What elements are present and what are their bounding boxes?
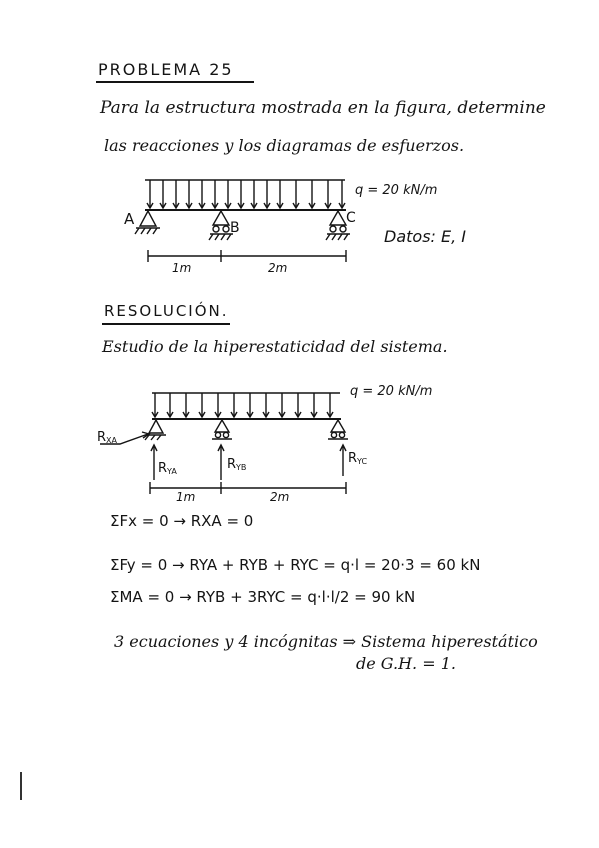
resolution-title: RESOLUCIÓN. [104, 302, 229, 320]
distributed-load-arrows-2 [151, 393, 334, 419]
label-a: A [124, 210, 135, 228]
dim-2m: 2m [268, 261, 287, 275]
reaction-arrow-ryb [217, 443, 225, 480]
conclusion-line-2: de G.H. = 1. [356, 654, 456, 673]
reaction-arrow-rya [150, 443, 158, 480]
support-c-roller-2 [328, 418, 348, 440]
label-ryb: RYB [227, 457, 246, 472]
support-a-pin [134, 209, 160, 235]
label-c: C [346, 210, 356, 226]
label-ryc: RYC [348, 451, 367, 466]
support-a-pin-2 [144, 418, 166, 441]
support-b-roller [208, 209, 233, 241]
conclusion-line-1: 3 ecuaciones y 4 incógnitas ⇒ Sistema hi… [114, 632, 538, 651]
label-rya: RYA [158, 461, 177, 476]
dim-2m-2: 2m [270, 490, 289, 504]
margin-mark [20, 772, 22, 800]
dim-1m-2: 1m [176, 490, 195, 504]
title-underline [96, 81, 254, 83]
equation-sum-fx: ΣFx = 0 → RXA = 0 [110, 512, 254, 530]
equation-sum-ma: ΣMA = 0 → RYB + 3RYC = q·l·l/2 = 90 kN [110, 588, 416, 606]
reaction-arrow-ryc [339, 443, 347, 476]
distributed-load-arrows [146, 180, 346, 210]
statement-line-1: Para la estructura mostrada en la figura… [100, 98, 546, 118]
reaction-arrow-rxa [100, 431, 151, 445]
label-rxa: RXA [97, 430, 118, 445]
dimension-line-1 [147, 250, 347, 262]
study-line: Estudio de la hiperestaticidad del siste… [102, 337, 448, 356]
dimension-line-2 [149, 482, 347, 494]
statement-line-2: las reacciones y los diagramas de esfuer… [104, 136, 465, 155]
support-c-roller [325, 209, 350, 241]
problem-title: PROBLEMA 25 [98, 60, 234, 79]
equation-sum-fy: ΣFy = 0 → RYA + RYB + RYC = q·l = 20·3 =… [110, 556, 481, 574]
resolution-underline [102, 323, 230, 325]
load-label-2: q = 20 kN/m [350, 384, 432, 399]
support-b-roller-2 [212, 418, 232, 440]
load-label-1: q = 20 kN/m [355, 183, 437, 198]
dim-1m: 1m [172, 261, 191, 275]
data-label: Datos: E, I [384, 227, 466, 246]
label-b: B [230, 220, 240, 236]
